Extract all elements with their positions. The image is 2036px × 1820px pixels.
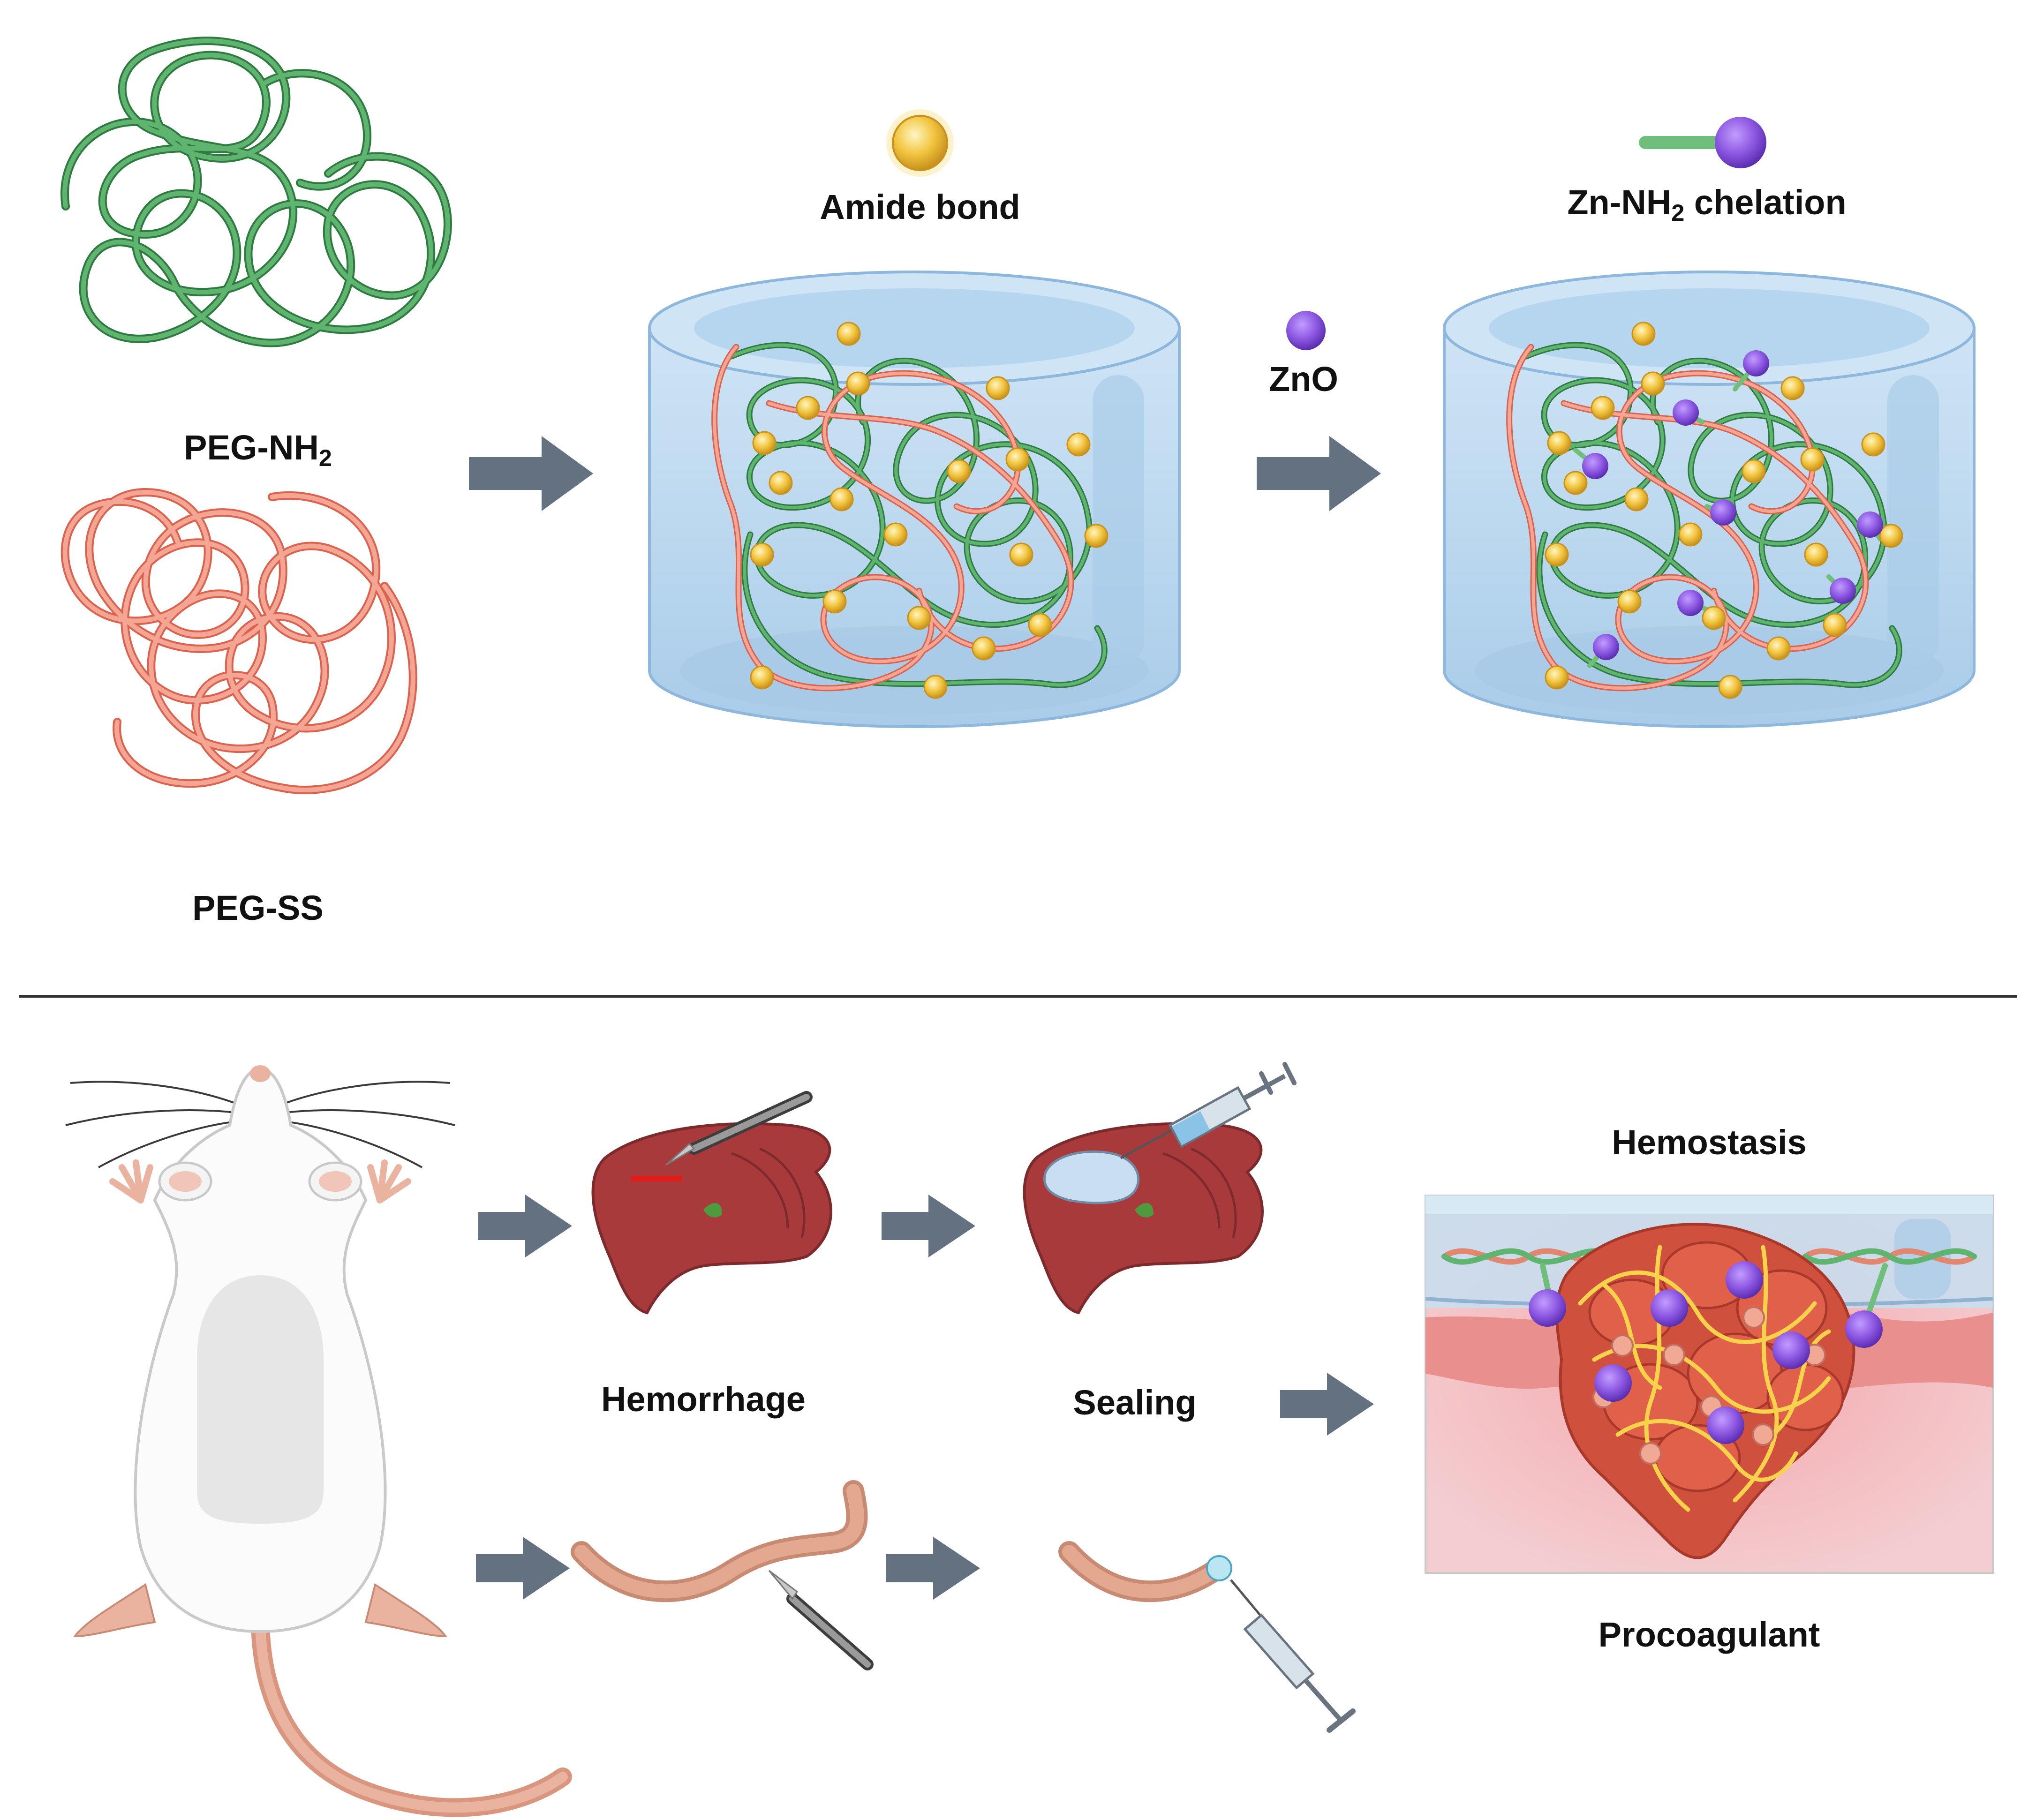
stick-and-ball-icon	[1639, 117, 1766, 168]
chelation-label: Zn-NH2 chelation	[1567, 183, 1847, 226]
syringe-icon	[1120, 1062, 1297, 1159]
arrow-icon	[469, 436, 593, 511]
gold-sphere-icon	[886, 109, 954, 177]
syringe-icon	[1230, 1579, 1356, 1733]
procoagulant-label: Procoagulant	[1598, 1615, 1820, 1654]
amide-node-icon	[750, 322, 1108, 699]
sealing-label: Sealing	[1073, 1383, 1197, 1422]
peg-ss-coil-icon	[65, 492, 413, 790]
arrow-icon	[1280, 1373, 1374, 1436]
hydrogel-cylinder-icon	[648, 271, 1181, 728]
peg-ss-label: PEG-SS	[192, 888, 324, 927]
arrow-icon	[478, 1195, 572, 1257]
purple-sphere-icon	[1286, 311, 1326, 350]
arrow-icon	[882, 1195, 975, 1257]
hemostasis-label: Hemostasis	[1612, 1123, 1807, 1162]
sealed-tail-icon	[1058, 1541, 1232, 1602]
amide-node-icon	[1545, 322, 1903, 699]
sealed-liver-icon	[1023, 1122, 1264, 1315]
hemorrhage-label: Hemorrhage	[601, 1380, 806, 1419]
arrow-icon	[1257, 436, 1381, 511]
arrow-icon	[886, 1537, 980, 1600]
zinc-hydrogel-cylinder-icon	[1443, 271, 1976, 728]
rat-tail-icon	[571, 1480, 868, 1602]
peg-nh2-coil-icon	[65, 41, 448, 343]
rat-icon	[65, 1065, 572, 1817]
scalpel-icon	[768, 1570, 874, 1670]
zno-label: ZnO	[1269, 360, 1338, 399]
scalpel-icon	[665, 1091, 813, 1166]
amide-bond-label: Amide bond	[820, 188, 1020, 226]
zinc-node-icon	[1582, 350, 1883, 660]
arrow-icon	[476, 1537, 570, 1600]
liver-icon	[591, 1122, 833, 1315]
hemostasis-panel	[1425, 1195, 1994, 1574]
peg-nh2-label: PEG-NH2	[184, 428, 332, 472]
